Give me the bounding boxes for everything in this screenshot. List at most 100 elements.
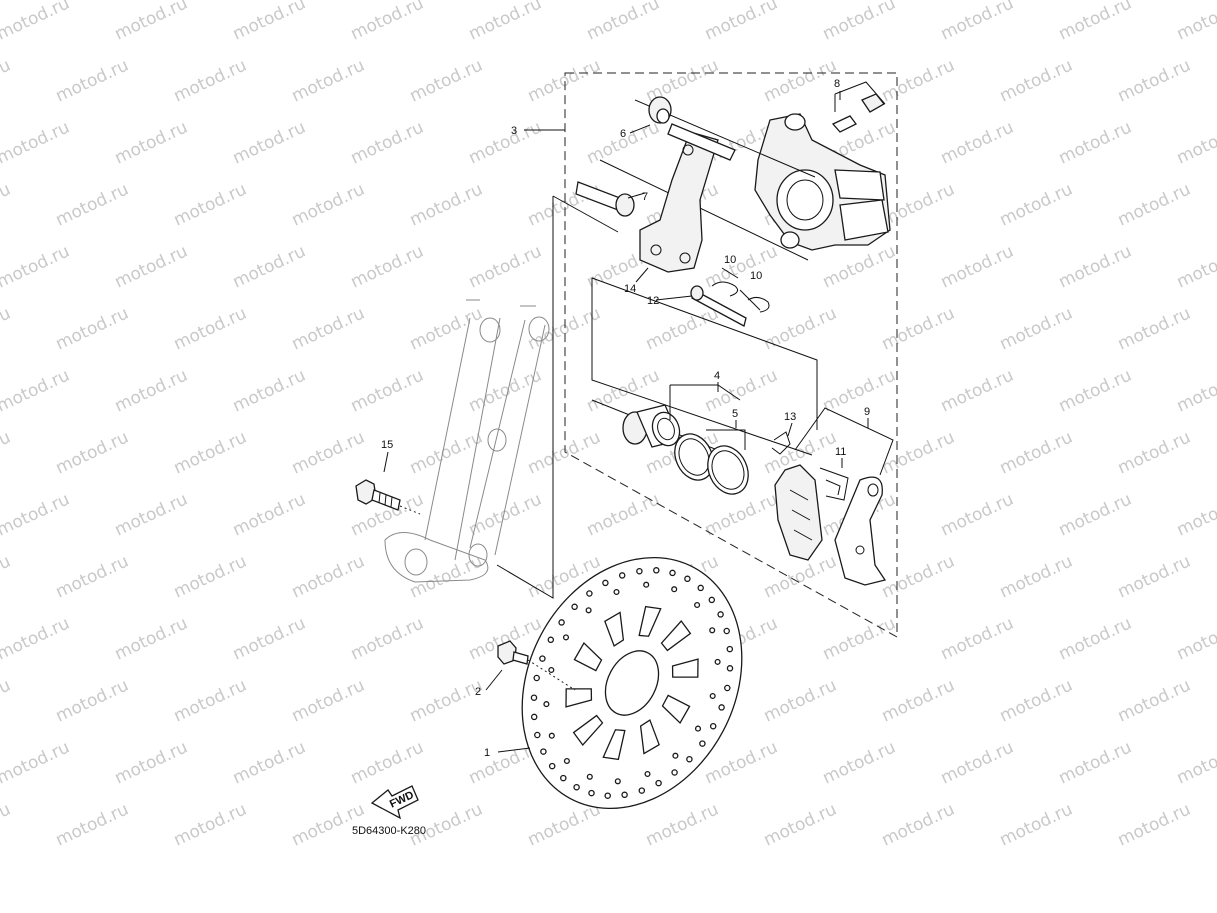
disc-hole (548, 732, 555, 739)
disc-hole (653, 567, 660, 574)
disc-hole (618, 572, 626, 579)
watermark-text: motod.ru (466, 0, 545, 45)
watermark-text: motod.ru (879, 303, 958, 354)
watermark-text: motod.ru (171, 303, 250, 354)
disc-hole (726, 665, 734, 672)
watermark-text: motod.ru (761, 551, 840, 602)
watermark-text: motod.ru (0, 179, 14, 230)
callout-12: 12 (647, 295, 659, 307)
watermark-text: motod.ru (0, 427, 14, 478)
watermark-text: motod.ru (1174, 489, 1217, 540)
disc-hole (672, 752, 679, 759)
watermark-text: motod.ru (230, 489, 309, 540)
disc-hole (621, 791, 628, 799)
disc-hole (726, 645, 734, 653)
watermark-text: motod.ru (702, 489, 781, 540)
watermark-text: motod.ru (112, 737, 191, 788)
disc-hole (686, 755, 693, 763)
disc-hole (530, 694, 538, 701)
watermark-text: motod.ru (820, 241, 899, 292)
watermark-text: motod.ru (1056, 737, 1135, 788)
pad-spring-icon (819, 467, 849, 501)
disc-slot (572, 714, 604, 746)
watermark-text: motod.ru (761, 799, 840, 850)
watermark-text: motod.ru (820, 365, 899, 416)
disc-hole (638, 787, 646, 794)
watermark-text: motod.ru (584, 117, 663, 168)
disc-hole (602, 579, 609, 587)
disc-hole (717, 611, 724, 618)
watermark-text: motod.ru (584, 489, 663, 540)
watermark-text: motod.ru (407, 303, 486, 354)
watermark-text: motod.ru (1115, 55, 1194, 106)
disc-hole (558, 619, 565, 626)
watermark-text: motod.ru (348, 117, 427, 168)
bleed-screw-icon (831, 93, 885, 133)
disc-slot (660, 620, 692, 652)
watermark-text: motod.ru (1115, 427, 1194, 478)
watermark-text: motod.ru (53, 675, 132, 726)
watermark-text: motod.ru (348, 241, 427, 292)
watermark-text: motod.ru (938, 241, 1017, 292)
clip-icon (711, 281, 770, 313)
watermark-text: motod.ru (1056, 365, 1135, 416)
disc-hole (563, 757, 570, 765)
watermark-text: motod.ru (1174, 241, 1217, 292)
watermark-text: motod.ru (0, 737, 73, 788)
callout-1: 1 (484, 747, 490, 759)
caliper-bracket-icon (639, 123, 736, 273)
callout-13: 13 (784, 411, 796, 423)
watermark-text: motod.ru (289, 303, 368, 354)
disc-slot (565, 688, 593, 708)
watermark-text: motod.ru (1174, 613, 1217, 664)
callout-2: 2 (475, 686, 481, 698)
watermark-text: motod.ru (879, 179, 958, 230)
watermark-text: motod.ru (938, 737, 1017, 788)
pad-retainer-icon (771, 431, 791, 455)
watermark-text: motod.ru (820, 0, 899, 45)
watermark-text: motod.ru (171, 427, 250, 478)
disc-slot (639, 719, 660, 755)
watermark-text: motod.ru (761, 675, 840, 726)
watermark-text: motod.ru (112, 365, 191, 416)
watermark-text: motod.ru (112, 613, 191, 664)
disc-hole (643, 581, 650, 588)
disc-hole (588, 789, 595, 797)
disc-hole (548, 762, 556, 770)
disc-hole (571, 603, 578, 611)
watermark-text: motod.ru (53, 55, 132, 106)
disc-hole (714, 658, 721, 665)
disc-hole (709, 627, 716, 634)
disc-hole (669, 569, 676, 577)
watermark-text: motod.ru (53, 427, 132, 478)
disc-hole (694, 725, 702, 732)
watermark-text: motod.ru (879, 551, 958, 602)
watermark-text: motod.ru (466, 117, 545, 168)
watermark-text: motod.ru (1115, 551, 1194, 602)
watermark-text: motod.ru (997, 427, 1076, 478)
watermark-text: motod.ru (289, 179, 368, 230)
watermark-text: motod.ru (1115, 179, 1194, 230)
disc-hole (586, 590, 593, 597)
watermark-text: motod.ru (879, 55, 958, 106)
callout-14: 14 (624, 283, 636, 295)
watermark-text: motod.ru (820, 737, 899, 788)
watermark-text: motod.ru (348, 613, 427, 664)
watermark-text: motod.ru (1115, 799, 1194, 850)
watermark-text: motod.ru (879, 675, 958, 726)
watermark-text: motod.ru (525, 55, 604, 106)
disc-hole (585, 607, 592, 614)
watermark-text: motod.ru (1056, 489, 1135, 540)
watermark-text: motod.ru (0, 613, 73, 664)
disc-slot (573, 641, 603, 672)
disc-hole (671, 769, 678, 776)
watermark-text: motod.ru (407, 179, 486, 230)
disc-slot (602, 729, 626, 761)
callout-3: 3 (511, 125, 517, 137)
watermark-text: motod.ru (879, 427, 958, 478)
disc-hole (586, 773, 593, 780)
watermark-text: motod.ru (53, 551, 132, 602)
watermark-text: motod.ru (997, 799, 1076, 850)
disc-hole (547, 636, 555, 644)
